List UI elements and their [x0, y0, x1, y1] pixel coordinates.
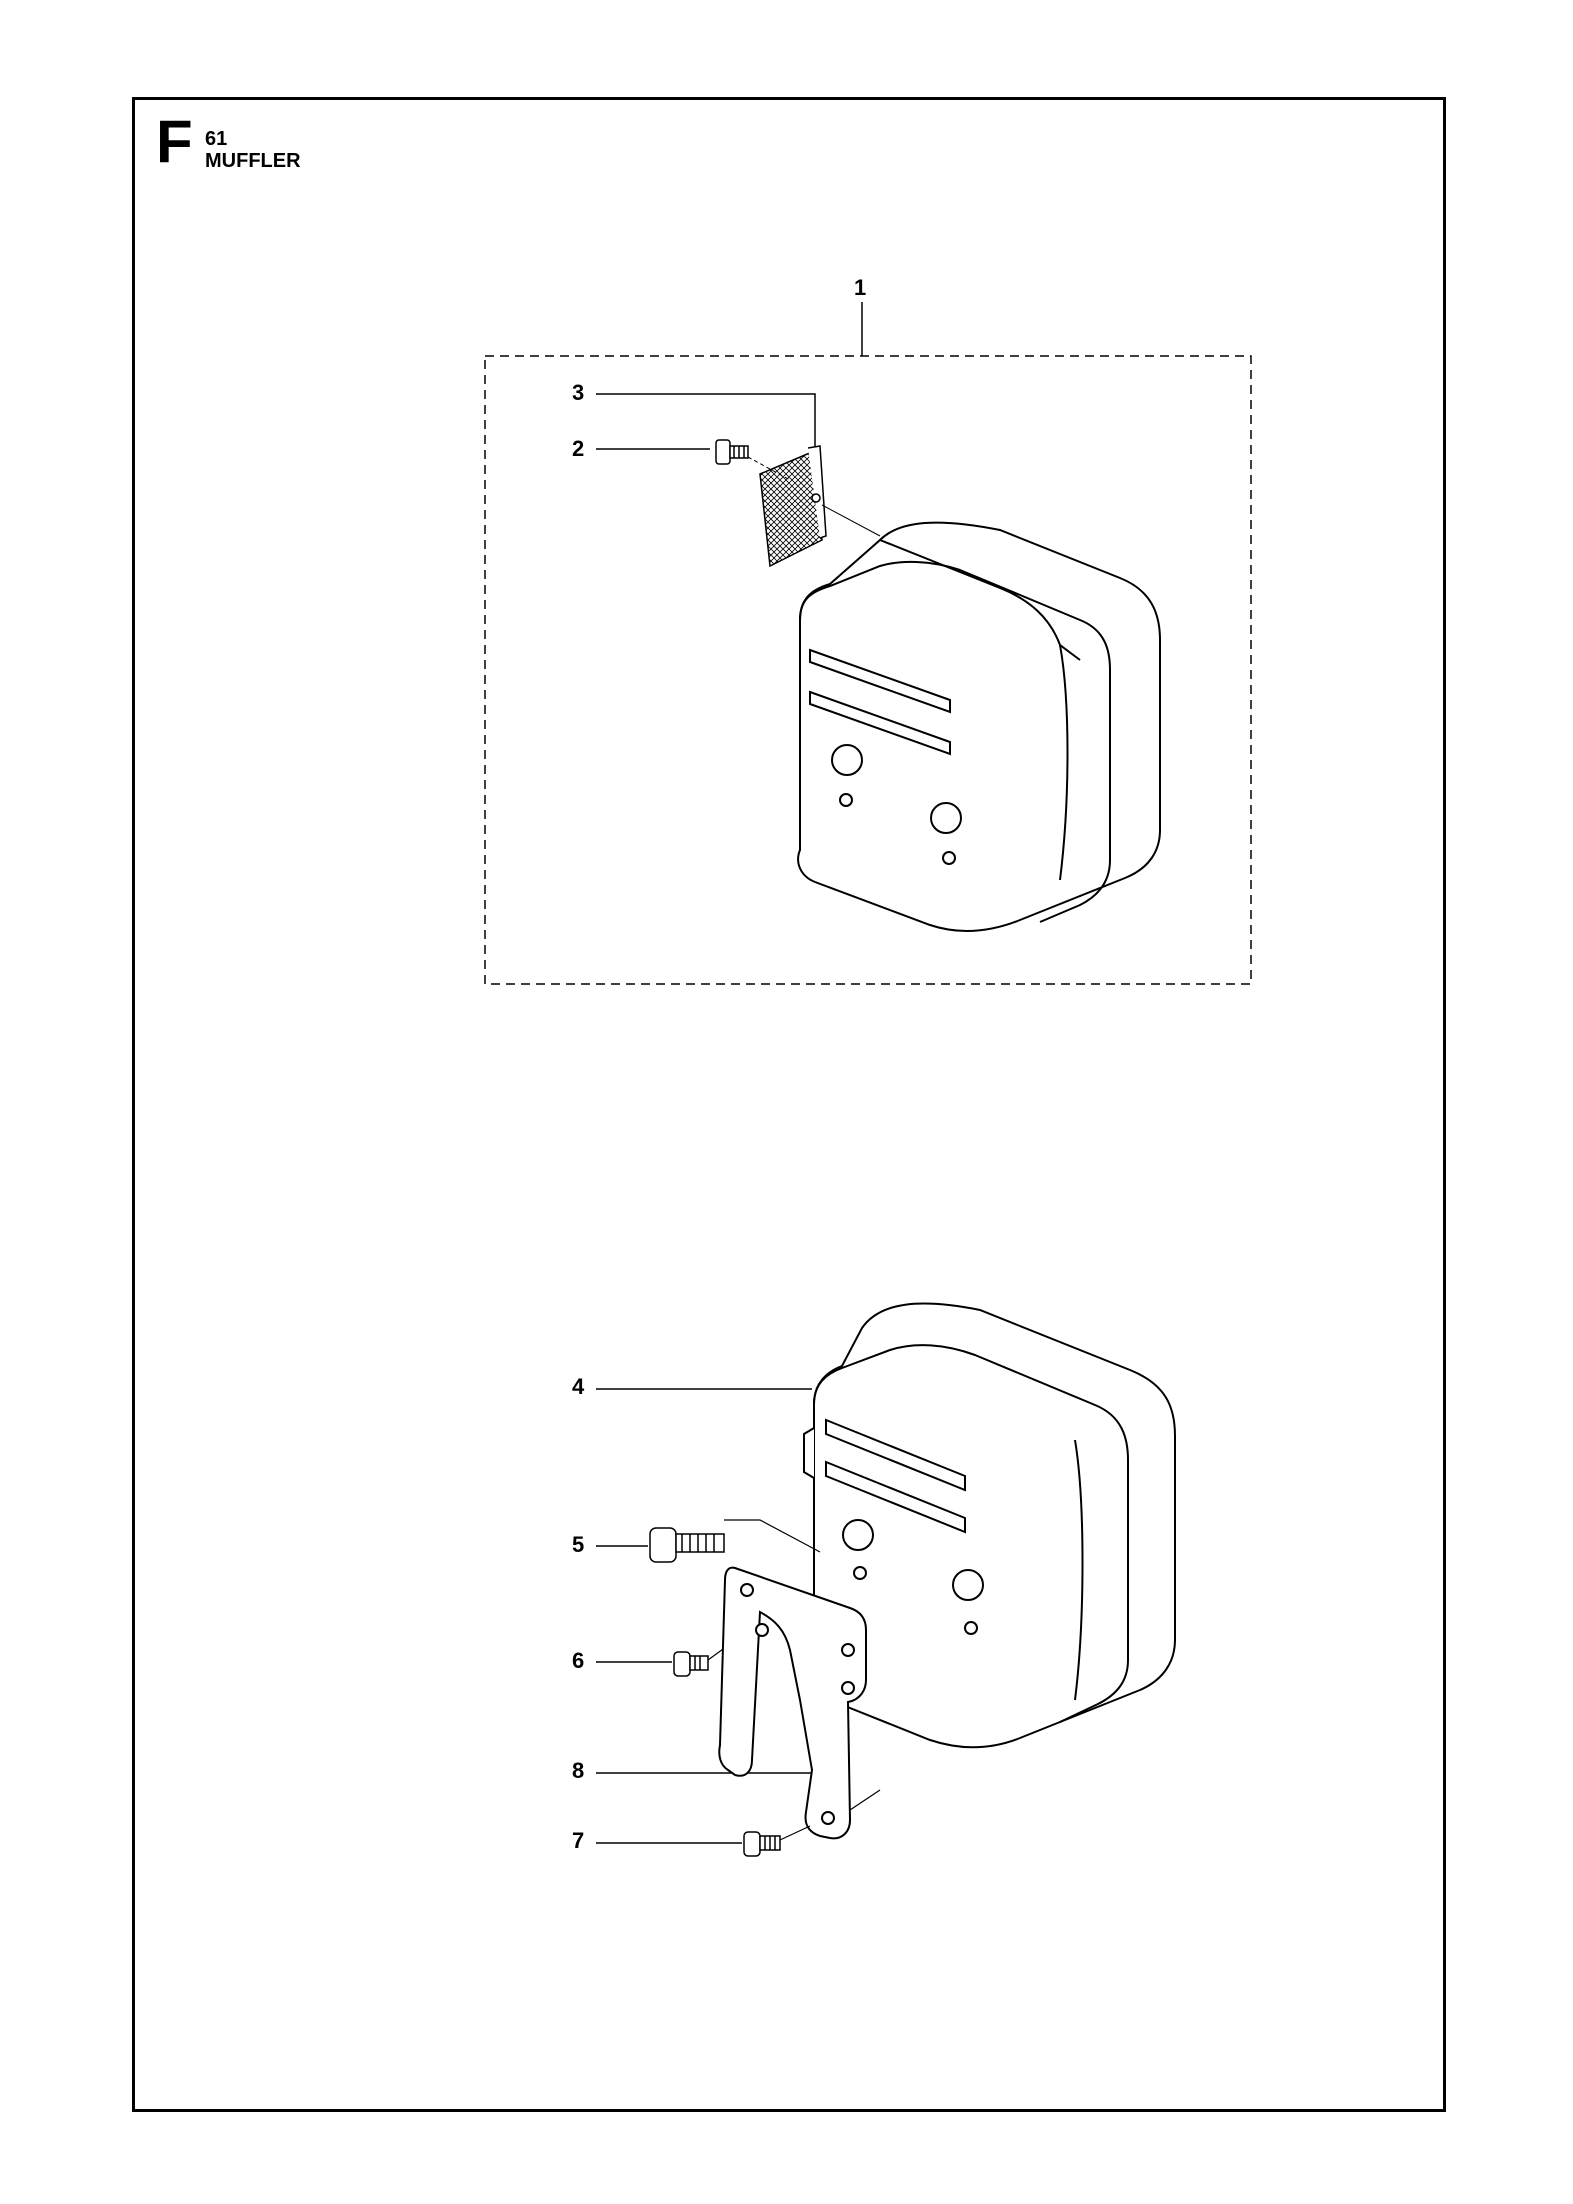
screw-6: [673, 1651, 709, 1677]
muffler-upper: [797, 521, 1161, 933]
callout-8: 8: [572, 1758, 585, 1783]
callout-5: 5: [572, 1532, 585, 1557]
muffler-lower: [803, 1302, 1176, 1749]
bracket-8: [718, 1566, 867, 1840]
screw-7-axis: [779, 1825, 811, 1841]
bracket-axis: [849, 1789, 881, 1811]
callout-3: 3: [572, 380, 585, 405]
screw-7: [743, 1831, 781, 1857]
screen-axis: [821, 504, 881, 537]
kit-dashed-box: [484, 355, 1252, 985]
page-frame: [132, 97, 1446, 2112]
section-title: MUFFLER: [205, 150, 301, 172]
leader-3: [596, 393, 816, 450]
callout-4: 4: [572, 1374, 585, 1399]
screw-2: [715, 439, 749, 465]
callout-7: 7: [572, 1828, 585, 1853]
callout-1: 1: [854, 275, 867, 300]
section-number: 61: [205, 128, 228, 150]
bolt-5: [649, 1527, 725, 1563]
spark-screen-3: [759, 445, 827, 568]
callout-6: 6: [572, 1648, 585, 1673]
section-letter: F: [156, 108, 193, 175]
bolt-5-axis: [724, 1519, 821, 1553]
callout-2: 2: [572, 436, 585, 461]
screw-2-axis: [747, 456, 791, 481]
